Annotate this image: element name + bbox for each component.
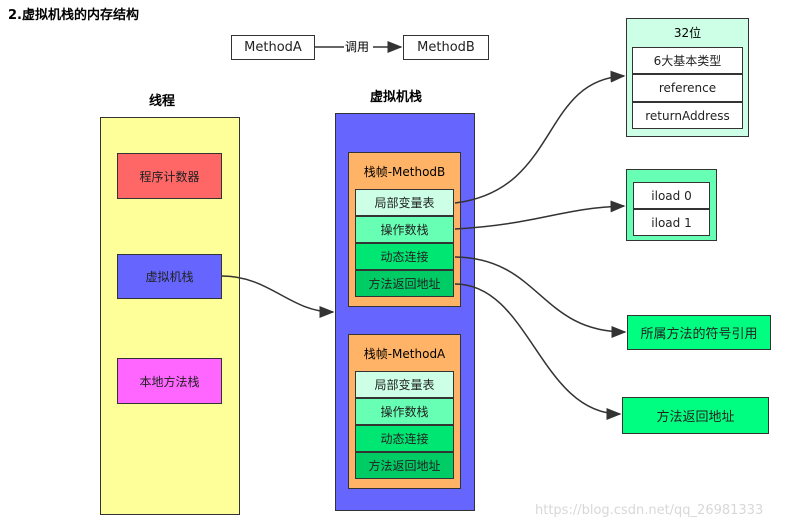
return-to-returnaddr-arrow xyxy=(454,283,622,420)
native-method-stack: 本地方法栈 xyxy=(117,358,222,404)
thread-title: 线程 xyxy=(149,94,176,109)
operand-to-iload-arrow xyxy=(454,200,626,230)
dynamiclink-to-symbolref-arrow xyxy=(454,256,627,338)
local-variable-table: 局部变量表 xyxy=(355,189,454,216)
thread-to-vmstack-arrow xyxy=(221,275,335,318)
frame-title: 栈帧-MethodB xyxy=(363,165,446,179)
watermark: https://blog.csdn.net/qq_26981333 xyxy=(535,503,764,518)
returnaddress-type: returnAddress xyxy=(632,102,743,129)
page-title: 2.虚拟机栈的内存结构 xyxy=(8,8,139,23)
program-counter: 程序计数器 xyxy=(117,153,222,199)
vm-stack-item: 虚拟机栈 xyxy=(117,254,222,299)
iload-0: iload 0 xyxy=(633,182,710,209)
symbol-reference-box: 所属方法的符号引用 xyxy=(627,315,771,350)
method-b-box: MethodB xyxy=(403,35,489,60)
return-address-box: 方法返回地址 xyxy=(622,397,769,434)
method-a-box: MethodA xyxy=(231,35,315,60)
dynamic-linking: 动态连接 xyxy=(355,425,454,452)
reference-type: reference xyxy=(632,74,743,102)
return-address: 方法返回地址 xyxy=(355,452,454,479)
operand-stack: 操作数栈 xyxy=(355,216,454,243)
primitive-types: 6大基本类型 xyxy=(632,47,743,74)
call-label: 调用 xyxy=(345,38,370,55)
return-address: 方法返回地址 xyxy=(355,270,454,297)
local-variable-table: 局部变量表 xyxy=(355,371,454,398)
operand-stack: 操作数栈 xyxy=(355,398,454,425)
iload-1: iload 1 xyxy=(633,209,710,236)
localvars-to-slot32-arrow xyxy=(454,70,626,204)
dynamic-linking: 动态连接 xyxy=(355,243,454,270)
vmstack-title: 虚拟机栈 xyxy=(370,90,423,105)
slot32-title: 32位 xyxy=(673,26,702,40)
frame-title: 栈帧-MethodA xyxy=(363,347,446,361)
